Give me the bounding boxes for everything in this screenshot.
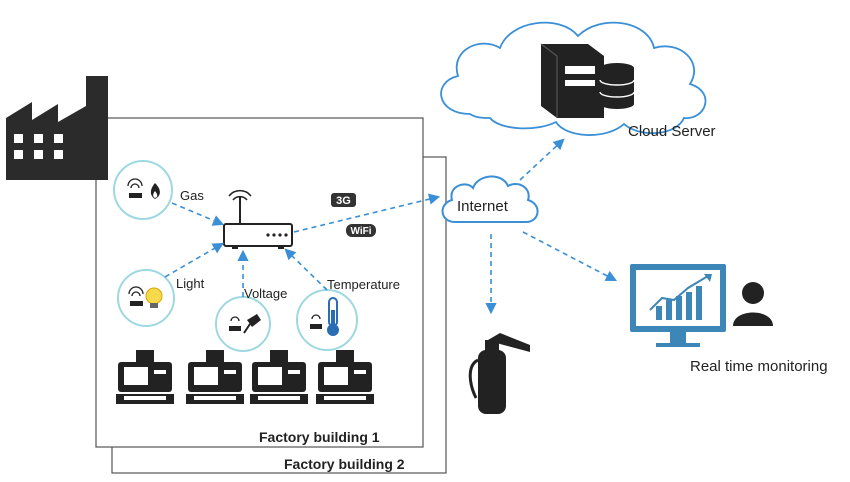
factory-building-1-label: Factory building 1 (259, 429, 380, 445)
3g-badge: 3G (336, 195, 351, 207)
sensor-arrows (164, 138, 617, 315)
factory-icon (6, 76, 108, 180)
temperature-sensor-circle (296, 289, 358, 351)
thermometer-icon (310, 297, 339, 336)
monitor-chart-icon (630, 264, 726, 347)
cloud-server-label: Cloud Server (628, 123, 716, 140)
factory-building-2-label: Factory building 2 (284, 456, 405, 472)
wifi-badge-bg (346, 224, 376, 237)
internet-cloud (441, 175, 539, 223)
gas-label: Gas (180, 188, 204, 203)
cash-register-machine-icon (116, 350, 374, 404)
light-bulb-icon (128, 286, 163, 308)
plug-icon (229, 314, 261, 334)
flame-icon (127, 178, 160, 199)
internet-label: Internet (457, 198, 508, 215)
gas-sensor-circle (113, 160, 173, 220)
fire-extinguisher-icon (468, 333, 530, 414)
wifi-badge: WiFi (350, 226, 371, 237)
voltage-sensor-circle (215, 296, 271, 352)
server-database-icon (540, 43, 635, 118)
wifi-router-icon (223, 189, 293, 249)
temperature-label: Temperature (327, 277, 400, 292)
voltage-label: Voltage (244, 286, 288, 301)
3g-badge-bg (331, 193, 356, 207)
real-time-monitoring-label: Real time monitoring (690, 358, 828, 375)
user-icon (733, 282, 773, 326)
light-label: Light (176, 276, 205, 291)
